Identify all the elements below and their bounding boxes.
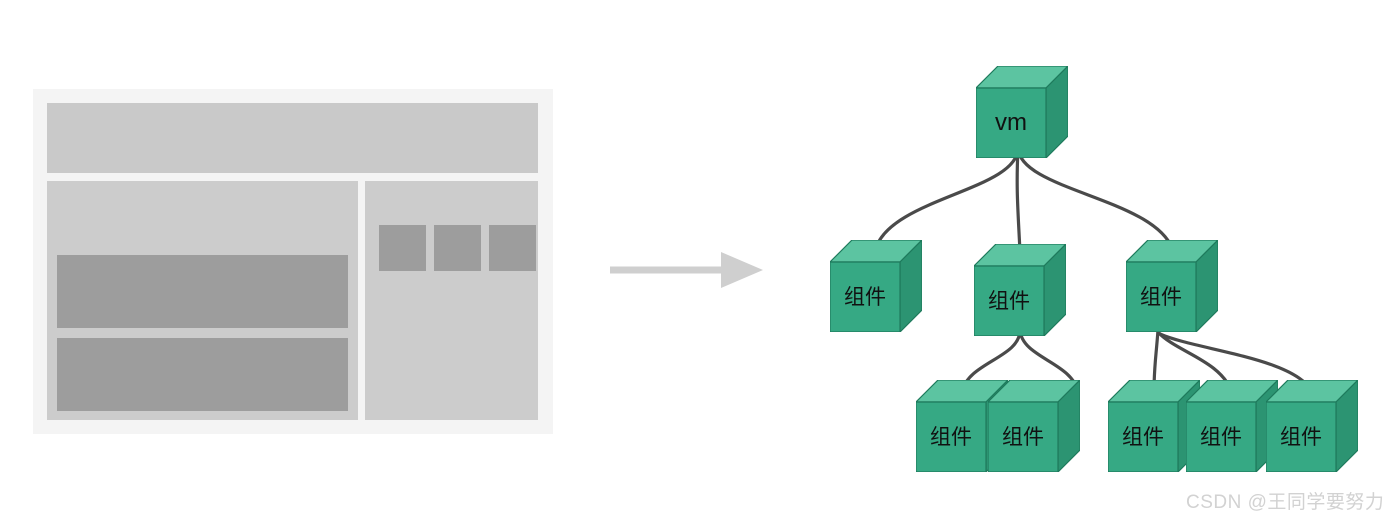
link-root-to-child-1 <box>874 146 1020 250</box>
cube-icon <box>1126 240 1218 332</box>
csdn-watermark: CSDN @王同学要努力 <box>1186 492 1385 513</box>
wireframe-content-block-2 <box>57 338 348 411</box>
transform-arrow <box>610 252 763 288</box>
tree-node-component-3[interactable]: 组件 <box>1126 240 1218 332</box>
cube-icon <box>976 66 1068 158</box>
tree-node-component-2[interactable]: 组件 <box>974 244 1066 336</box>
wireframe-thumbnail-1 <box>379 225 426 271</box>
wireframe-content-block-1 <box>57 255 348 328</box>
tree-leaf-right-3[interactable]: 组件 <box>1266 380 1358 472</box>
component-tree: vm 组件 组件 组件 <box>780 40 1380 480</box>
cube-icon <box>974 244 1066 336</box>
cube-icon <box>1186 380 1278 472</box>
wireframe-right-panel <box>365 181 538 420</box>
link-root-to-child-3 <box>1016 146 1174 250</box>
page-wireframe <box>33 89 553 434</box>
wireframe-thumbnail-3 <box>489 225 536 271</box>
tree-node-component-1[interactable]: 组件 <box>830 240 922 332</box>
cube-icon <box>988 380 1080 472</box>
link-root-to-child-2 <box>1015 146 1022 254</box>
tree-leaf-right-2[interactable]: 组件 <box>1186 380 1278 472</box>
tree-node-vm[interactable]: vm <box>976 66 1068 158</box>
wireframe-thumbnail-2 <box>434 225 481 271</box>
wireframe-left-panel <box>47 181 358 420</box>
arrow-head-icon <box>721 252 763 288</box>
tree-leaf-mid-2[interactable]: 组件 <box>988 380 1080 472</box>
cube-icon <box>1266 380 1358 472</box>
wireframe-header-bar <box>47 103 538 173</box>
cube-icon <box>830 240 922 332</box>
